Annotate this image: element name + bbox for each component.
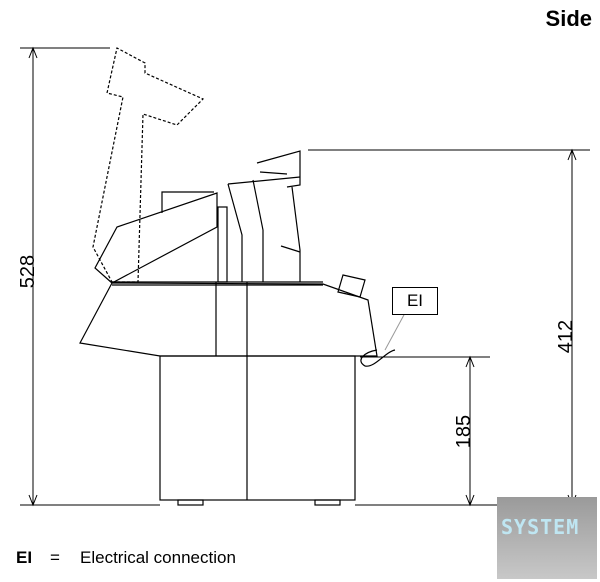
lid bbox=[94, 150, 301, 284]
legend-equals: = bbox=[50, 548, 60, 567]
watermark-text: SYSTEM bbox=[501, 515, 580, 539]
open-lid-dashed bbox=[92, 47, 205, 283]
legend-text: Electrical connection bbox=[80, 548, 236, 567]
view-title: Side bbox=[545, 6, 592, 31]
dimension-528: 528 bbox=[17, 254, 40, 289]
bowl bbox=[79, 274, 396, 367]
legend: EI = Electrical connection bbox=[16, 548, 236, 568]
watermark-logo: SYSTEM bbox=[497, 497, 597, 579]
electrical-connection-callout: EI bbox=[392, 287, 438, 315]
legend-abbr: EI bbox=[16, 548, 33, 567]
dimension-185: 185 bbox=[453, 414, 476, 449]
base bbox=[159, 355, 356, 506]
dimension-412: 412 bbox=[555, 319, 578, 354]
